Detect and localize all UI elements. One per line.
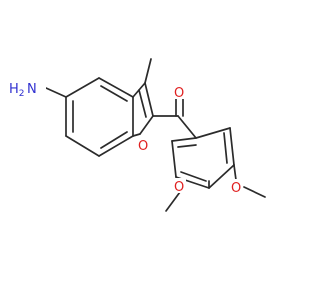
methoxy-oxygen-left-bg xyxy=(172,178,186,193)
bond-ar6-ar1-inner xyxy=(177,144,197,148)
bond-ar1-ar2 xyxy=(195,127,231,139)
amine-nitrogen-label: N xyxy=(27,82,37,97)
bond-c5-n xyxy=(45,87,67,98)
bond-c2-o1 xyxy=(139,115,154,135)
bond-c7a-c7 xyxy=(98,135,134,157)
molecule-diagram: H2 N O O O O xyxy=(8,58,266,212)
amine-h-text: H xyxy=(9,82,19,97)
methoxy-oxygen-left-label: O xyxy=(174,180,184,195)
bond-c4-c3a xyxy=(98,77,134,98)
bond-c7a-c7-inner xyxy=(100,131,128,149)
bond-ar3-o2 xyxy=(233,164,237,181)
bond-ar2-ar3 xyxy=(229,127,235,166)
amine-subscript-text: 2 xyxy=(19,89,25,99)
carbonyl-oxygen-bg xyxy=(172,84,186,99)
bond-c7a-c4 xyxy=(65,77,100,98)
bond-ccarbonyl-aryl xyxy=(177,115,197,139)
furan-oxygen-label: O xyxy=(138,139,148,154)
bond-c3-c2 xyxy=(144,82,154,117)
amine-h2-label: H2 xyxy=(9,82,25,99)
bond-ar2-ar3-inner xyxy=(223,132,228,164)
bond-c3-c2-inner xyxy=(138,89,147,118)
bond-o2-me-right xyxy=(243,186,266,198)
bond-ar3-ar4 xyxy=(208,164,235,189)
furan-oxygen-bg xyxy=(136,137,150,152)
bond-c3-methyl xyxy=(144,58,152,84)
bond-c7-c6 xyxy=(65,135,100,157)
bond-ar6-ar1 xyxy=(171,137,197,142)
carbonyl-oxygen-label: O xyxy=(174,86,184,101)
bond-o-me-left xyxy=(165,191,181,212)
methoxy-oxygen-right-bg xyxy=(229,179,243,194)
bond-layer xyxy=(45,58,266,212)
bond-ar5-ar6 xyxy=(171,140,177,178)
bond-c4-c3a-inner xyxy=(100,85,128,102)
atom-label-layer: H2 N O O O O xyxy=(8,80,243,196)
bond-ar4-ar5-inner xyxy=(180,171,207,182)
bond-o1-c7a xyxy=(132,133,141,137)
amine-label-bg xyxy=(8,80,46,96)
methoxy-oxygen-right-label: O xyxy=(231,181,241,196)
